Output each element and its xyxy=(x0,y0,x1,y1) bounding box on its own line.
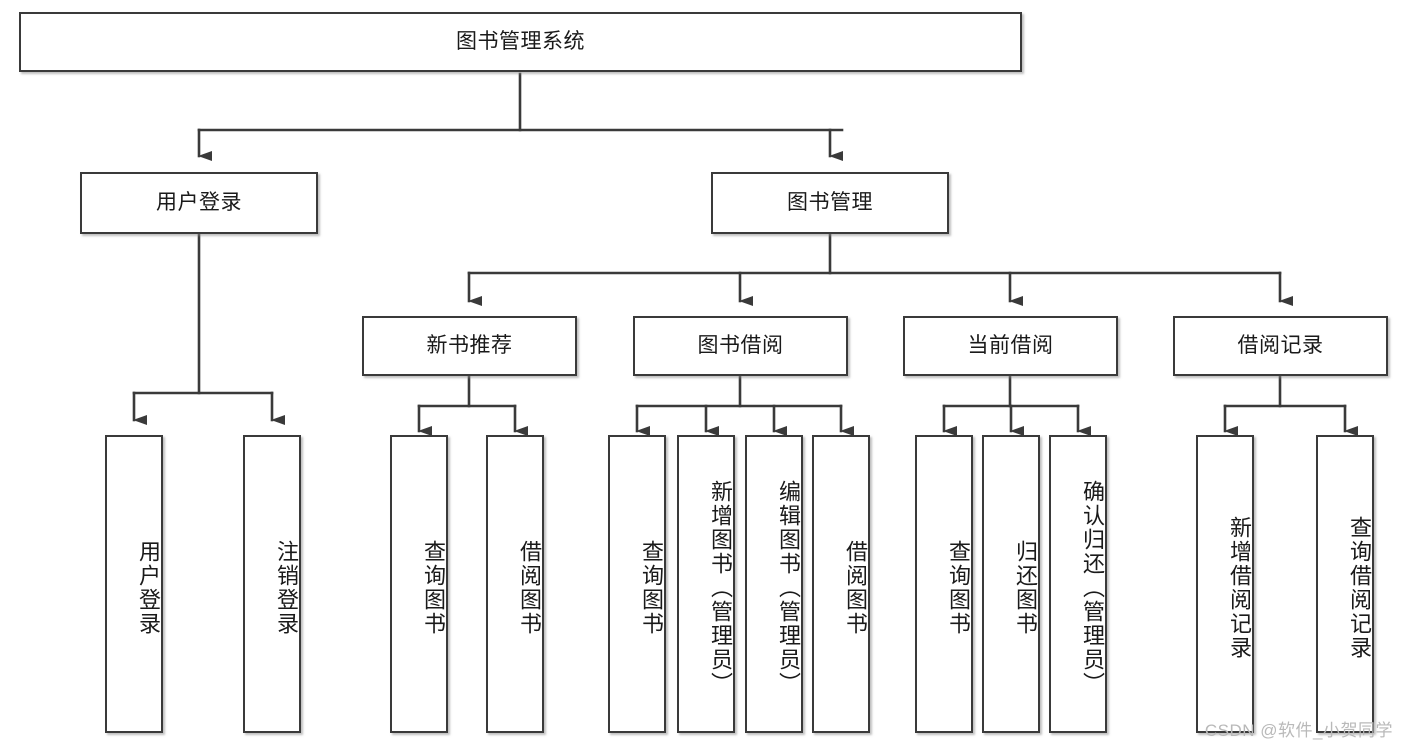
leaf-query-book-3-label: 查询图书 xyxy=(946,540,971,636)
leaf-edit-book[interactable]: 编辑图书（管理员） xyxy=(745,435,803,733)
leaf-logout[interactable]: 注销登录 xyxy=(243,435,301,733)
node-new-book-recommend[interactable]: 新书推荐 xyxy=(362,316,577,376)
node-root-label: 图书管理系统 xyxy=(456,29,585,53)
node-current-borrow-label: 当前借阅 xyxy=(967,333,1054,357)
node-borrow-record-label: 借阅记录 xyxy=(1237,333,1324,357)
leaf-user-login[interactable]: 用户登录 xyxy=(105,435,163,733)
leaf-query-record[interactable]: 查询借阅记录 xyxy=(1316,435,1374,733)
leaf-confirm-return[interactable]: 确认归还（管理员） xyxy=(1049,435,1107,733)
node-user-login-label: 用户登录 xyxy=(156,190,242,214)
node-new-book-recommend-label: 新书推荐 xyxy=(426,333,513,357)
leaf-user-login-label: 用户登录 xyxy=(136,540,161,636)
leaf-add-book[interactable]: 新增图书（管理员） xyxy=(677,435,735,733)
node-borrow-record[interactable]: 借阅记录 xyxy=(1173,316,1388,376)
leaf-logout-label: 注销登录 xyxy=(274,540,299,636)
leaf-query-book-2-label: 查询图书 xyxy=(639,540,664,636)
leaf-return-book-label: 归还图书 xyxy=(1013,540,1038,636)
node-root[interactable]: 图书管理系统 xyxy=(19,12,1022,72)
node-user-login[interactable]: 用户登录 xyxy=(80,172,318,234)
leaf-borrow-book-1[interactable]: 借阅图书 xyxy=(486,435,544,733)
leaf-add-book-label: 新增图书（管理员） xyxy=(708,480,733,696)
leaf-add-record[interactable]: 新增借阅记录 xyxy=(1196,435,1254,733)
leaf-query-book-1-label: 查询图书 xyxy=(421,540,446,636)
node-book-borrow[interactable]: 图书借阅 xyxy=(633,316,848,376)
csdn-watermark: CSDN @软件_小贺同学 xyxy=(1204,721,1393,740)
leaf-borrow-book-1-label: 借阅图书 xyxy=(517,540,542,636)
leaf-query-record-label: 查询借阅记录 xyxy=(1347,516,1372,660)
node-book-borrow-label: 图书借阅 xyxy=(697,333,784,357)
leaf-query-book-3[interactable]: 查询图书 xyxy=(915,435,973,733)
node-book-manage-label: 图书管理 xyxy=(787,190,873,214)
leaf-query-book-2[interactable]: 查询图书 xyxy=(608,435,666,733)
leaf-borrow-book-2[interactable]: 借阅图书 xyxy=(812,435,870,733)
leaf-borrow-book-2-label: 借阅图书 xyxy=(843,540,868,636)
leaf-return-book[interactable]: 归还图书 xyxy=(982,435,1040,733)
leaf-add-record-label: 新增借阅记录 xyxy=(1227,516,1252,660)
leaf-query-book-1[interactable]: 查询图书 xyxy=(390,435,448,733)
node-book-manage[interactable]: 图书管理 xyxy=(711,172,949,234)
leaf-confirm-return-label: 确认归还（管理员） xyxy=(1080,480,1105,696)
node-current-borrow[interactable]: 当前借阅 xyxy=(903,316,1118,376)
leaf-edit-book-label: 编辑图书（管理员） xyxy=(776,480,801,696)
